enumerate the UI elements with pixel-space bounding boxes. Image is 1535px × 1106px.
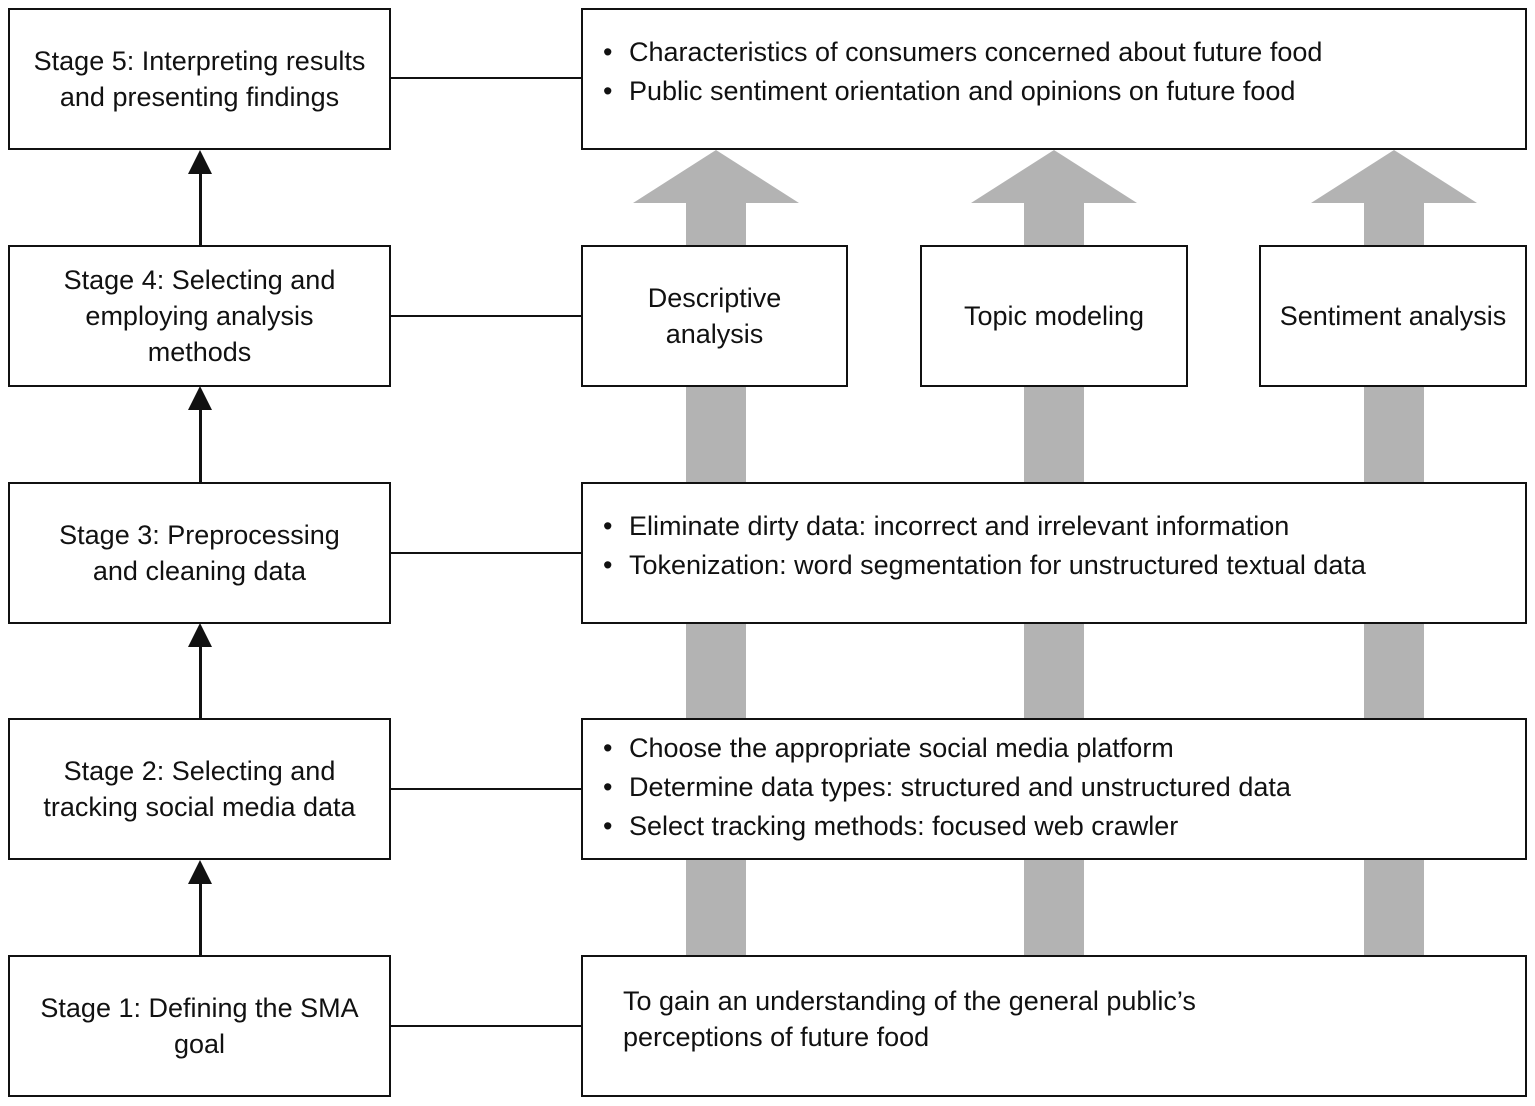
method-sentiment-label: Sentiment analysis [1279, 301, 1507, 331]
tracking-item: • Choose the appropriate social media pla… [603, 729, 1525, 768]
findings-item-text: Characteristics of consumers concerned a… [629, 37, 1323, 67]
stage-3-box: Stage 3: Preprocessing and cleaning data [8, 482, 391, 624]
tracking-item: • Select tracking methods: focused web cr… [603, 807, 1525, 846]
bullet-icon: • [603, 511, 613, 541]
stage-1-line-1: Stage 1: Defining the SMA [40, 993, 359, 1023]
stage-arrow-1-to-2-head [188, 860, 212, 884]
stage-4-line-3: methods [147, 337, 252, 367]
preprocessing-box: • Eliminate dirty data: incorrect and irr… [581, 482, 1527, 624]
findings-item-text: Public sentiment orientation and opinion… [629, 76, 1296, 106]
method-topic-box: Topic modeling [920, 245, 1188, 387]
stage-5-line-2: and presenting findings [59, 82, 340, 112]
findings-item: • Characteristics of consumers concerned … [603, 33, 1525, 72]
connector-stage-1 [390, 1025, 582, 1027]
goal-line-2: perceptions of future food [623, 1022, 930, 1052]
method-descriptive-line-2: analysis [665, 319, 764, 349]
tracking-box: • Choose the appropriate social media pla… [581, 718, 1527, 860]
stage-3-line-2: and cleaning data [92, 556, 307, 586]
stage-arrow-2-to-3-shaft [199, 643, 202, 719]
method-descriptive-box: Descriptive analysis [581, 245, 848, 387]
preprocessing-item-text: Eliminate dirty data: incorrect and irre… [629, 511, 1290, 541]
stage-5-line-1: Stage 5: Interpreting results [33, 46, 366, 76]
flow-arrowhead-sentiment [1311, 150, 1477, 203]
bullet-icon: • [603, 732, 613, 763]
goal-box: To gain an understanding of the general … [581, 955, 1527, 1097]
bullet-icon: • [603, 76, 613, 106]
findings-item: • Public sentiment orientation and opinio… [603, 72, 1525, 111]
stage-2-box: Stage 2: Selecting and tracking social m… [8, 718, 391, 860]
tracking-item-text: Select tracking methods: focused web cra… [629, 810, 1179, 841]
bullet-icon: • [603, 771, 613, 802]
tracking-item-text: Determine data types: structured and uns… [629, 771, 1291, 802]
method-topic-label: Topic modeling [963, 301, 1145, 331]
connector-stage-4 [390, 315, 582, 317]
stage-arrow-1-to-2-shaft [199, 880, 202, 956]
stage-3-line-1: Stage 3: Preprocessing [59, 520, 340, 550]
stage-4-line-2: employing analysis [85, 301, 314, 331]
connector-stage-5 [390, 77, 582, 79]
stage-2-line-1: Stage 2: Selecting and [63, 756, 336, 786]
flow-arrowhead-topic [971, 150, 1137, 203]
goal-line-1: To gain an understanding of the general … [623, 986, 1196, 1016]
connector-stage-2 [390, 788, 582, 790]
connector-stage-3 [390, 552, 582, 554]
tracking-item: • Determine data types: structured and un… [603, 768, 1525, 807]
preprocessing-item: • Eliminate dirty data: incorrect and irr… [603, 507, 1525, 546]
stage-1-box: Stage 1: Defining the SMA goal [8, 955, 391, 1097]
method-sentiment-box: Sentiment analysis [1259, 245, 1527, 387]
tracking-item-text: Choose the appropriate social media plat… [629, 732, 1174, 763]
bullet-icon: • [603, 37, 613, 67]
stage-arrow-4-to-5-head [188, 150, 212, 174]
bullet-icon: • [603, 810, 613, 841]
stage-arrow-2-to-3-head [188, 623, 212, 647]
stage-arrow-3-to-4-head [188, 386, 212, 410]
bullet-icon: • [603, 550, 613, 580]
preprocessing-item-text: Tokenization: word segmentation for unst… [629, 550, 1366, 580]
method-descriptive-line-1: Descriptive [647, 283, 782, 313]
stage-arrow-4-to-5-shaft [199, 170, 202, 246]
stage-arrow-3-to-4-shaft [199, 406, 202, 483]
stage-5-box: Stage 5: Interpreting results and presen… [8, 8, 391, 150]
stage-4-box: Stage 4: Selecting and employing analysi… [8, 245, 391, 387]
findings-box: • Characteristics of consumers concerned … [581, 8, 1527, 150]
flow-arrowhead-descriptive [633, 150, 799, 203]
stage-2-line-2: tracking social media data [43, 792, 356, 822]
stage-1-line-2: goal [173, 1029, 226, 1059]
stage-4-line-1: Stage 4: Selecting and [63, 265, 336, 295]
preprocessing-item: • Tokenization: word segmentation for uns… [603, 546, 1525, 585]
